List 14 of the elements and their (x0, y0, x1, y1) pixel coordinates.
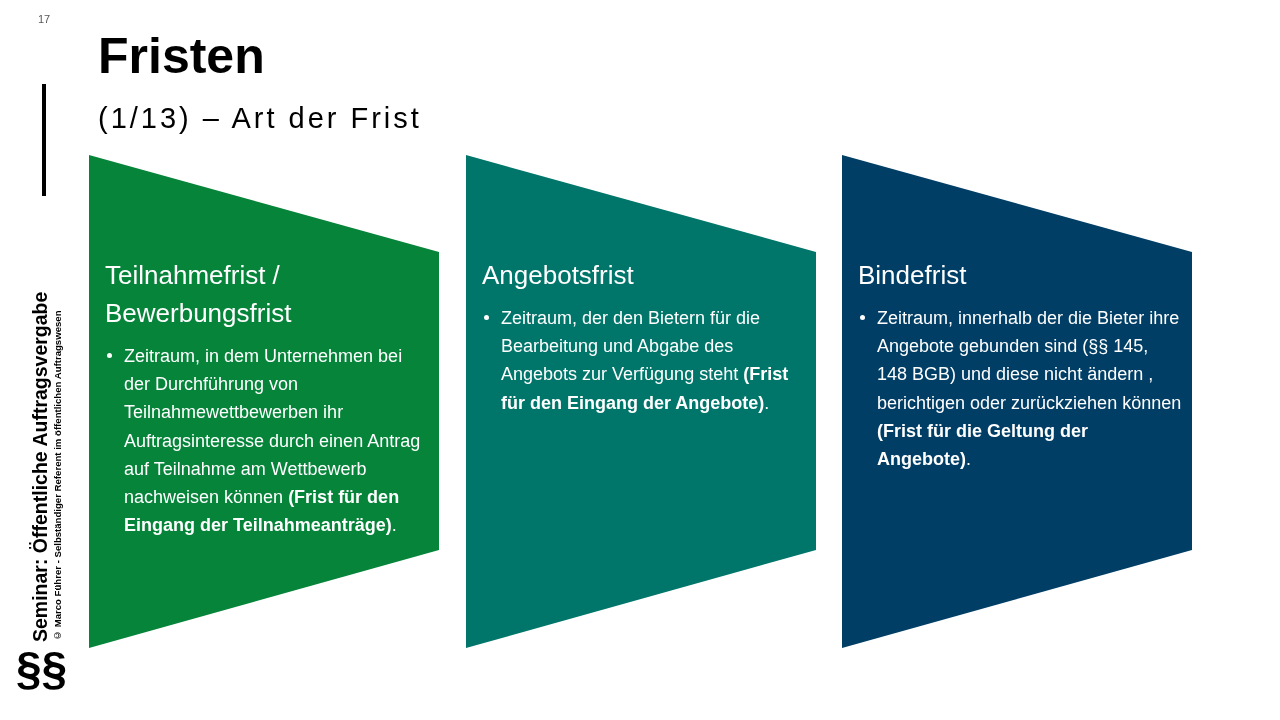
panel-body-text: Zeitraum, innerhalb der die Bieter ihre Angebote gebunden sind (§§ 145, 148 BGB) und diese nicht ändern , berichtigen oder zurückziehen können (Frist für die Geltung der Angebote). (877, 307, 1182, 471)
copyright-note: © Marco Führer - Selbständiger Referent im öffentlichen Auftragswesen (52, 309, 63, 641)
trapezoid-panel (466, 155, 816, 648)
trapezoid-panel (89, 155, 439, 648)
panel-body-text: Zeitraum, in dem Unternehmen bei der Durchführung von Teilnahmewettbewerben ihr Auftragsinteresse durch einen Antrag auf Teilnahme am Wettbewerb nachweisen können (Frist für den Eingang der Teilnahmeanträge). (124, 345, 422, 538)
page-number: 17 (38, 12, 51, 26)
trapezoid-panel (842, 155, 1192, 648)
panel-heading: Bindefrist (858, 259, 968, 292)
panel-heading: Teilnahmefrist / Bewerbungsfrist (105, 259, 293, 330)
slide-title: Fristen (98, 27, 265, 86)
sidebar-title: Seminar: Öffentliche Auftragsvergabe (28, 290, 52, 642)
slide-subtitle: (1/13) – Art der Frist (98, 101, 422, 136)
panel-body-text: Zeitraum, der den Bietern für die Bearbeitung und Abgabe des Angebots zur Verfügung steht (Frist für den Eingang der Angebote). (501, 307, 790, 415)
panel-heading: Angebotsfrist (482, 259, 635, 292)
